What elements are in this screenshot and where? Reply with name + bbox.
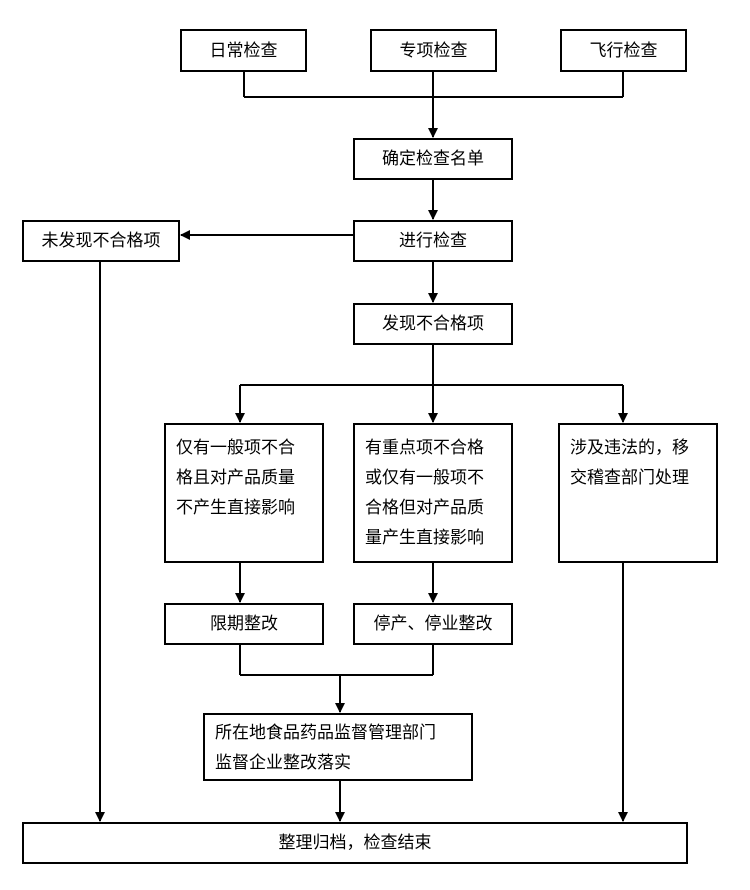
node-line: 合格但对产品质	[365, 498, 484, 518]
node-conduct-inspection: 进行检查	[353, 220, 513, 262]
node-line: 或仅有一般项不	[365, 468, 484, 488]
node-general-items-only: 仅有一般项不合 格且对产品质量 不产生直接影响	[164, 423, 324, 563]
node-no-nonconformity: 未发现不合格项	[22, 220, 180, 262]
node-line: 涉及违法的，移	[570, 438, 689, 458]
node-illegal-transfer: 涉及违法的，移 交稽查部门处理	[558, 423, 718, 563]
node-key-items: 有重点项不合格 或仅有一般项不 合格但对产品质 量产生直接影响	[353, 423, 513, 563]
node-local-supervision: 所在地食品药品监督管理部门 监督企业整改落实	[203, 713, 473, 781]
node-line: 监督企业整改落实	[215, 753, 351, 773]
node-line: 所在地食品药品监督管理部门	[215, 723, 436, 743]
node-flight-inspection: 飞行检查	[560, 29, 687, 72]
node-daily-inspection: 日常检查	[180, 29, 307, 72]
node-line: 仅有一般项不合	[176, 438, 295, 458]
node-line: 不产生直接影响	[176, 498, 295, 518]
node-determine-list: 确定检查名单	[353, 138, 513, 180]
node-rectify-deadline: 限期整改	[164, 603, 324, 645]
node-archive-end: 整理归档，检查结束	[22, 822, 688, 864]
node-line: 格且对产品质量	[176, 468, 295, 488]
node-nonconformity-found: 发现不合格项	[353, 303, 513, 345]
node-line: 量产生直接影响	[365, 528, 484, 548]
node-special-inspection: 专项检查	[370, 29, 497, 72]
node-line: 交稽查部门处理	[570, 468, 689, 488]
node-line: 有重点项不合格	[365, 438, 484, 458]
node-suspend-rectify: 停产、停业整改	[353, 603, 513, 645]
